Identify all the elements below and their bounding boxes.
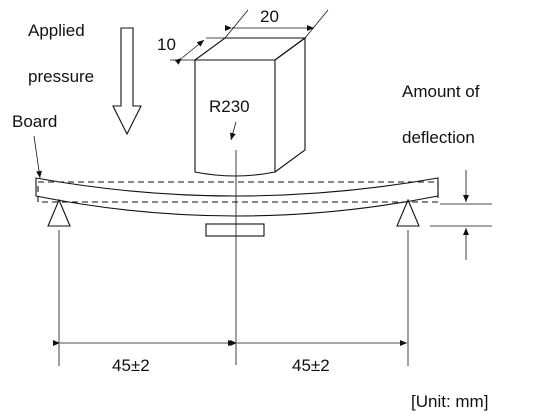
- width-ext-left: [224, 9, 249, 39]
- radius-pointer-icon: [229, 121, 237, 141]
- right-support-icon: [396, 198, 420, 227]
- amount-of-label: Amount of: [402, 82, 480, 101]
- pressure-label: pressure: [28, 67, 94, 86]
- block-front-face: [194, 59, 276, 177]
- center-pad: [205, 223, 265, 237]
- left-span-dimension: 45±2: [112, 356, 150, 375]
- board-deflected: [35, 177, 439, 217]
- board-pointer-icon: [33, 135, 42, 179]
- applied-label: Applied: [28, 21, 85, 40]
- block-width-dimension: 20: [260, 7, 279, 26]
- depth-dimension-line: [174, 39, 205, 65]
- board-original-position: [37, 181, 439, 203]
- radius-label: R230: [209, 97, 250, 116]
- left-support-icon: [47, 198, 71, 227]
- block-depth-dimension: 10: [157, 35, 176, 54]
- board-label: Board: [12, 112, 57, 131]
- block-top-face: [193, 37, 307, 61]
- unit-label: [Unit: mm]: [411, 392, 488, 411]
- deflection-label: deflection: [402, 128, 475, 147]
- applied-pressure-arrow-icon: [112, 27, 142, 136]
- right-span-dimension: 45±2: [292, 356, 330, 375]
- width-ext-right: [304, 9, 329, 39]
- block-side-face: [274, 36, 306, 173]
